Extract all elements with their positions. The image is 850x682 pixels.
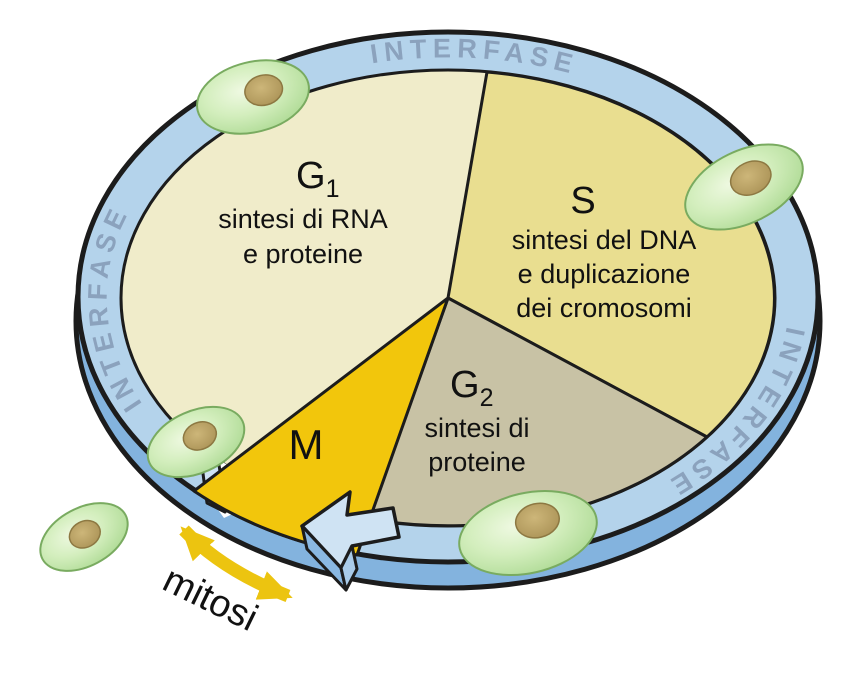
- g2-desc-line1: sintesi di: [424, 413, 529, 443]
- m-symbol: M: [289, 421, 324, 468]
- cell-illustration-right: [684, 143, 804, 231]
- g1-desc-line1: sintesi di RNA: [218, 204, 388, 234]
- cell-illustration-detached: [39, 502, 129, 572]
- g1-desc-line2: e proteine: [243, 239, 363, 269]
- cell-illustration-bottom: [458, 489, 598, 577]
- cell-illustration-top-left: [196, 59, 310, 135]
- s-desc-line1: sintesi del DNA: [512, 225, 697, 255]
- s-desc-line2: e duplicazione: [518, 259, 691, 289]
- g2-symbol: G2: [450, 364, 493, 412]
- cycle-arrowhead-facet: [339, 544, 359, 592]
- g1-symbol: G1: [296, 155, 339, 203]
- cell-nucleus: [514, 502, 560, 539]
- cell-nucleus: [244, 74, 284, 107]
- mitosis-double-arrow: [179, 525, 293, 603]
- cell-nucleus: [68, 519, 101, 549]
- cell-nucleus: [182, 421, 218, 451]
- s-desc-line3: dei cromosomi: [516, 293, 692, 323]
- cell-illustration-left: [146, 405, 246, 479]
- g2-desc-line2: proteine: [428, 447, 526, 477]
- cell-nucleus: [729, 160, 772, 196]
- s-symbol: S: [570, 180, 595, 222]
